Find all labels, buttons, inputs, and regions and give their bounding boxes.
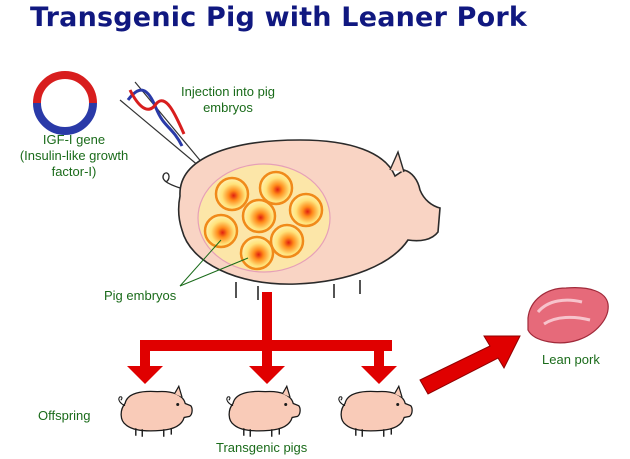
arrow-down-icon: [361, 366, 397, 384]
gene-label: IGF-I gene (Insulin-like growth factor-I…: [14, 132, 134, 180]
embryos-label: Pig embryos: [104, 288, 177, 303]
arrow-down-icon: [249, 366, 285, 384]
embryo: [214, 176, 250, 212]
lean-pork-label: Lean pork: [542, 352, 600, 367]
embryo: [241, 198, 277, 234]
branch-arrows: [127, 292, 397, 384]
injection-label-line1: Injection into pig: [181, 84, 275, 99]
embryo: [288, 192, 324, 228]
injection-label-line2: embryos: [203, 100, 253, 115]
page-title: Transgenic Pig with Leaner Pork: [30, 2, 528, 33]
arrow-up-right-icon: [419, 335, 521, 395]
gene-label-line3: factor-I): [51, 164, 97, 179]
offspring-label: Offspring: [38, 408, 91, 423]
transgenic-pigs-label: Transgenic pigs: [216, 440, 308, 455]
embryo-pointer-lines: [179, 239, 249, 287]
embryo: [203, 213, 239, 249]
embryo: [258, 170, 294, 206]
embryo: [269, 223, 305, 259]
gene-label-line2: (Insulin-like growth: [19, 148, 129, 163]
gene-label-line1: IGF-I gene: [42, 132, 106, 147]
offspring-pig-icon: [338, 385, 413, 438]
offspring-pig-icon: [226, 385, 301, 438]
embryo-cluster: [203, 170, 324, 271]
embryo: [239, 235, 275, 271]
lean-pork-icon: [527, 287, 609, 344]
injection-label: Injection into pig embryos: [168, 84, 288, 116]
plasmid-icon: [33, 71, 97, 135]
arrow-down-icon: [127, 366, 163, 384]
offspring-pig-icon: [118, 385, 193, 438]
